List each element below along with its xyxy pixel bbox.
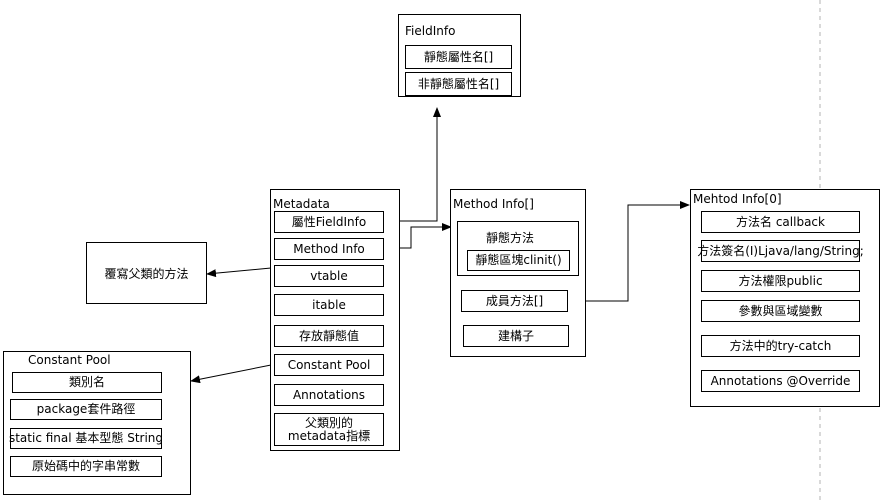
cp-package-path: package套件路徑 [10, 399, 162, 420]
fieldinfo-title: FieldInfo [405, 24, 456, 38]
method-try-catch: 方法中的try-catch [701, 335, 860, 357]
fieldinfo-instance-fields: 非靜態屬性名[] [405, 72, 512, 96]
method-info-array-container: Method Info[] 靜態方法 靜態區塊clinit() 成員方法[] 建… [450, 189, 586, 357]
metadata-fieldinfo: 屬性FieldInfo [274, 211, 384, 233]
fieldinfo-container: FieldInfo 靜態屬性名[] 非靜態屬性名[] [398, 14, 521, 97]
method-name: 方法名 callback [701, 211, 860, 233]
static-block-clinit: 靜態區塊clinit() [467, 250, 570, 271]
method-info-detail-title: Mehtod Info[0] [693, 192, 782, 206]
metadata-parent-pointer: 父類別的metadata指標 [274, 413, 384, 446]
method-access: 方法權限public [701, 270, 860, 292]
metadata-container: Metadata 屬性FieldInfo Method Info vtable … [270, 189, 400, 451]
constant-pool-container: Constant Pool 類別名 package套件路徑 static fin… [3, 351, 191, 495]
metadata-constant-pool: Constant Pool [274, 354, 384, 376]
method-signature: 方法簽名(I)Ljava/lang/String; [697, 240, 864, 262]
metadata-static-values: 存放靜態值 [274, 325, 384, 347]
metadata-title: Metadata [273, 197, 330, 211]
static-methods-title: 靜態方法 [486, 231, 535, 245]
edge-metadata-to-methodinfo-array [400, 223, 452, 249]
edge-vtable-to-override [206, 267, 272, 278]
override-parent-methods-box: 覆寫父類的方法 [86, 242, 207, 304]
member-methods: 成員方法[] [461, 290, 568, 312]
method-annotations: Annotations @Override [701, 370, 860, 392]
cp-class-name: 類別名 [12, 372, 162, 393]
method-info-array-title: Method Info[] [453, 197, 534, 211]
edge-metadata-to-fieldinfo [400, 107, 441, 222]
override-label: 覆寫父類的方法 [104, 266, 189, 281]
constant-pool-title: Constant Pool [28, 353, 111, 367]
metadata-vtable: vtable [274, 265, 384, 287]
edge-constantpool-to-pool [190, 364, 272, 384]
cp-string-constants: 原始碼中的字串常數 [10, 456, 162, 477]
cp-static-final: static final 基本型態 String [9, 428, 163, 449]
metadata-itable: itable [274, 294, 384, 316]
constructors: 建構子 [463, 325, 569, 347]
static-methods-group: 靜態方法 靜態區塊clinit() [457, 221, 579, 276]
method-info-detail-container: Mehtod Info[0] 方法名 callback 方法簽名(I)Ljava… [690, 189, 880, 407]
method-params-locals: 參數與區域變數 [701, 300, 860, 322]
metadata-method-info: Method Info [274, 238, 384, 260]
metadata-annotations: Annotations [274, 384, 384, 406]
edge-members-to-methodinfo-detail [586, 201, 690, 302]
fieldinfo-static-fields: 靜態屬性名[] [405, 45, 512, 69]
